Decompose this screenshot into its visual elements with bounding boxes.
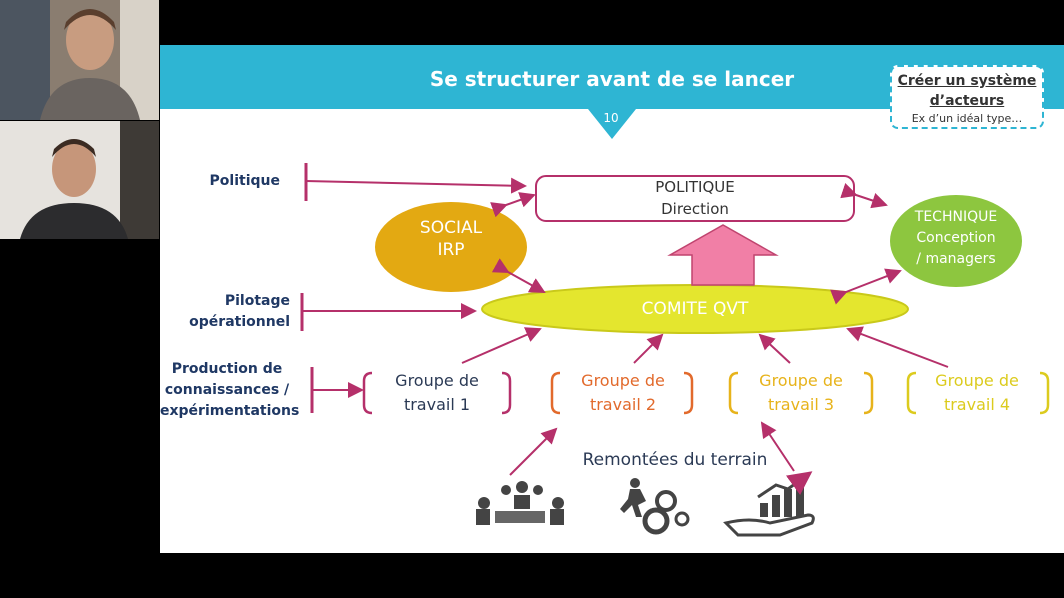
groupe-1-line-2: travail 1 (403, 395, 471, 414)
label-production-line-2: connaissances / (164, 382, 290, 398)
groupe-3-line-2: travail 3 (767, 395, 835, 414)
page-number: 10 (603, 111, 619, 125)
comite-node: COMITE QVT (641, 299, 749, 319)
groupe-1: Groupe de travail 1 (382, 369, 492, 417)
participant-1-image (0, 0, 159, 120)
slide-title: Se structurer avant de se lancer (429, 67, 795, 91)
callout-line-1: Créer un système (897, 73, 1037, 89)
meeting-icon (476, 481, 564, 525)
callout-line-3: Ex d’un idéal type… (911, 112, 1023, 125)
header-notch (588, 109, 636, 139)
technique-ellipse (890, 195, 1022, 287)
groupe-3-line-1: Groupe de (759, 371, 843, 390)
presentation-slide: Se structurer avant de se lancer 10 Crée… (160, 45, 1064, 553)
label-pilotage-line-2: opérationnel (189, 314, 290, 330)
social-line-2: IRP (437, 240, 465, 260)
politique-node: POLITIQUE Direction (536, 176, 854, 220)
groupe-4-line-2: travail 4 (943, 395, 1011, 414)
up-arrow (667, 224, 779, 286)
terrain-label: Remontées du terrain (582, 450, 768, 470)
gear-runner-icon (620, 478, 690, 535)
participant-video-1[interactable] (0, 0, 159, 120)
label-production: Production de connaissances / expériment… (160, 359, 300, 422)
diagram-canvas (300, 109, 1050, 537)
social-node: SOCIAL IRP (375, 217, 527, 261)
groupe-2-line-1: Groupe de (581, 371, 665, 390)
growth-hand-icon (723, 471, 815, 537)
label-politique: Politique (209, 173, 280, 189)
politique-line-2: Direction (661, 200, 729, 218)
groupe-1-line-1: Groupe de (395, 371, 479, 390)
politique-line-1: POLITIQUE (655, 178, 735, 196)
label-pilotage-line-1: Pilotage (224, 293, 290, 309)
technique-node: TECHNIQUE Conception / managers (890, 207, 1022, 270)
callout-line-2: d’acteurs (929, 93, 1005, 109)
social-line-1: SOCIAL (419, 218, 483, 238)
groupe-4-line-1: Groupe de (935, 371, 1019, 390)
label-production-line-3: expérimentations (160, 403, 300, 419)
politique-arrow (305, 177, 527, 194)
technique-line-3: / managers (916, 251, 996, 267)
social-ellipse (375, 202, 527, 292)
groupe-2-line-2: travail 2 (589, 395, 657, 414)
groupe-3: Groupe de travail 3 (746, 369, 856, 417)
technique-line-2: Conception (916, 230, 996, 246)
participant-video-2[interactable] (0, 121, 159, 239)
participant-2-image (0, 121, 159, 239)
groupe-2: Groupe de travail 2 (568, 369, 678, 417)
label-pilotage: Pilotage opérationnel (170, 291, 290, 333)
technique-line-1: TECHNIQUE (914, 209, 998, 225)
groupe-4: Groupe de travail 4 (922, 369, 1032, 417)
label-production-line-1: Production de (171, 361, 283, 377)
callout-box: Créer un système d’acteurs Ex d’un idéal… (890, 65, 1044, 129)
